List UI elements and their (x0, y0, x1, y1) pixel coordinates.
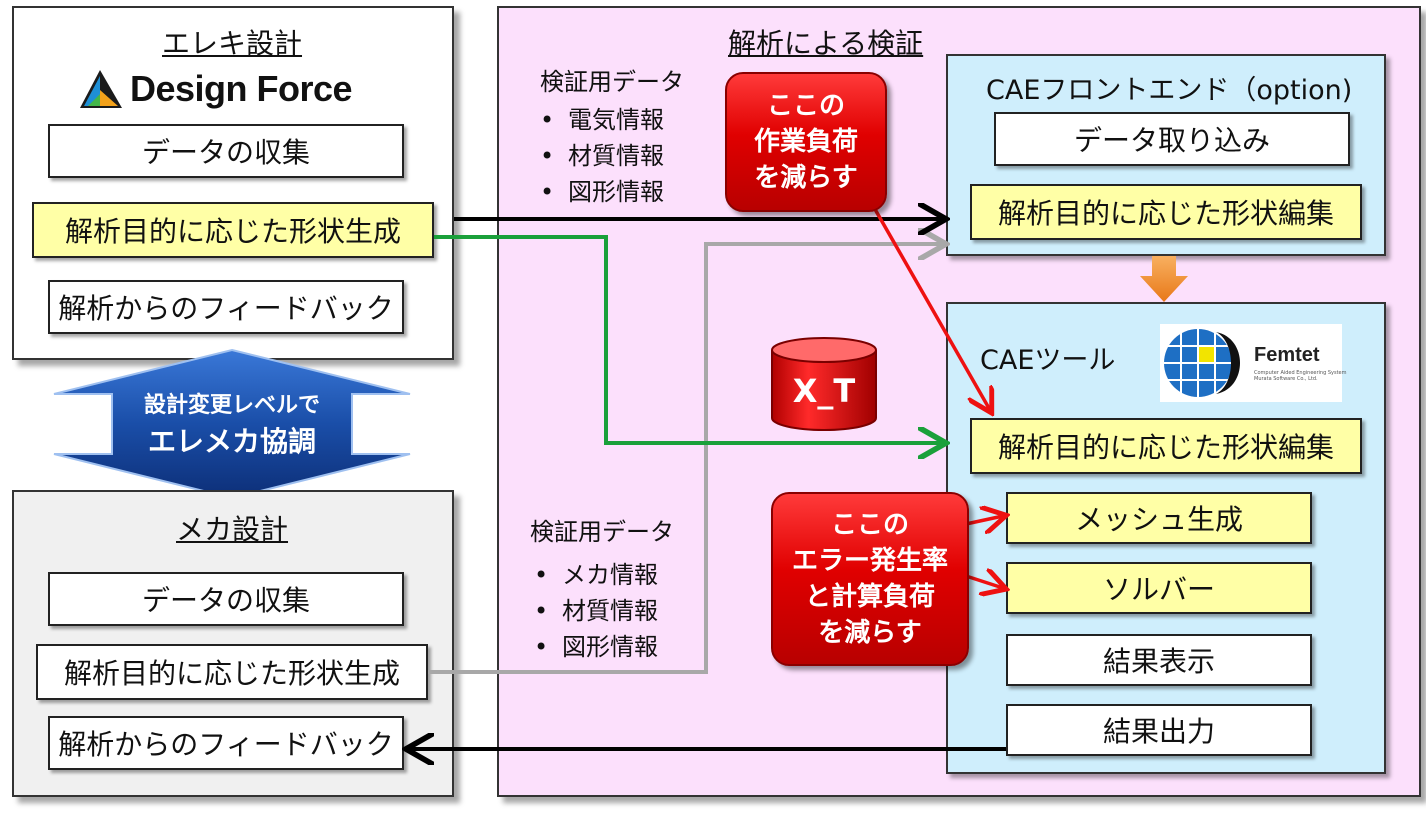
femtet-logo-icon (1164, 329, 1240, 397)
verify-data-bottom-item: 材質情報 (528, 593, 658, 629)
cae-tool-mesh-generation: メッシュ生成 (1006, 492, 1312, 544)
verify-data-top-label: 検証用データ (540, 68, 684, 96)
verify-data-bottom-item: メカ情報 (528, 557, 658, 593)
mech-feedback: 解析からのフィードバック (48, 716, 404, 770)
elec-feedback: 解析からのフィードバック (48, 280, 404, 334)
front-to-tool-arrow (1140, 256, 1188, 302)
cae-front-data-import: データ取り込み (994, 112, 1350, 166)
collab-text: 設計変更レベルで エレメカ協調 (52, 388, 412, 460)
design-force-logo: Design Force (78, 68, 388, 112)
callout2-line: と計算負荷 (804, 582, 935, 612)
verify-data-top-item: 電気情報 (534, 102, 664, 138)
analysis-title: 解析による検証 (728, 27, 924, 60)
callout1-line: を減らす (754, 163, 858, 193)
cae-tool-result-output: 結果出力 (1006, 704, 1312, 756)
verify-data-top-list: 電気情報 材質情報 図形情報 (534, 102, 664, 210)
callout1-line: ここの (766, 91, 845, 121)
cae-tool-result-display: 結果表示 (1006, 634, 1312, 686)
callout-reduce-errors: ここの エラー発生率 と計算負荷 を減らす (771, 492, 969, 666)
cae-front-title: CAEフロントエンド（option) (986, 75, 1353, 106)
verify-data-bottom-list: メカ情報 材質情報 図形情報 (528, 557, 658, 665)
elec-shape-generation: 解析目的に応じた形状生成 (32, 202, 434, 258)
verify-data-bottom-item: 図形情報 (528, 629, 658, 665)
cae-tool-shape-edit: 解析目的に応じた形状編集 (970, 418, 1362, 474)
callout2-line: を減らす (818, 618, 922, 648)
callout2-line: ここの (830, 510, 909, 540)
elec-title: エレキ設計 (162, 27, 303, 60)
mech-title: メカ設計 (176, 513, 289, 546)
design-force-logo-text: Design Force (130, 68, 353, 109)
verify-data-top-item: 材質情報 (534, 138, 664, 174)
callout-reduce-workload: ここの 作業負荷 を減らす (725, 72, 887, 212)
mech-data-collection: データの収集 (48, 572, 404, 626)
femtet-logo-text: Femtet (1254, 344, 1320, 366)
xt-file-label: X_T (792, 372, 856, 410)
collab-line2: エレメカ協調 (147, 425, 316, 458)
mech-shape-generation: 解析目的に応じた形状生成 (36, 644, 428, 700)
femtet-logo: Femtet Computer Aided Engineering System… (1160, 324, 1347, 402)
cae-front-shape-edit: 解析目的に応じた形状編集 (970, 184, 1362, 240)
cae-tool-title: CAEツール (980, 345, 1116, 376)
elec-data-collection: データの収集 (48, 124, 404, 178)
design-force-logo-icon (80, 70, 122, 108)
callout1-line: 作業負荷 (753, 127, 858, 157)
verify-data-bottom-label: 検証用データ (530, 518, 674, 546)
callout2-line: エラー発生率 (791, 546, 948, 576)
femtet-logo-subtext: Computer Aided Engineering System Murata… (1254, 370, 1347, 382)
cae-tool-solver: ソルバー (1006, 562, 1312, 614)
collab-line1: 設計変更レベルで (143, 393, 320, 418)
verify-data-top-item: 図形情報 (534, 174, 664, 210)
